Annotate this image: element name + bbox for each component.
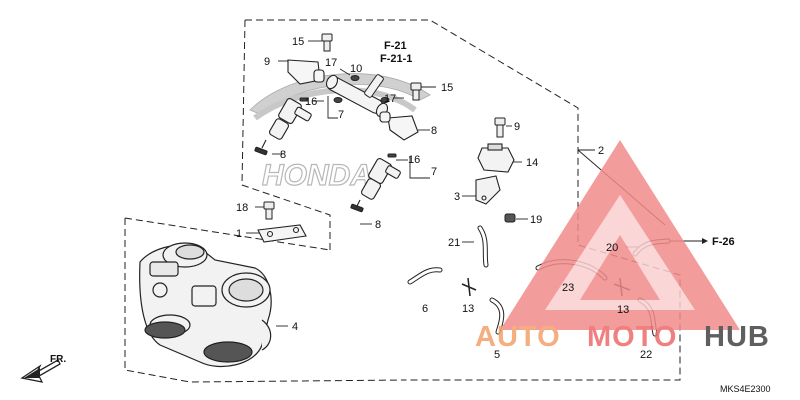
connector-11 xyxy=(287,59,325,85)
part-label-13: 13 xyxy=(462,303,474,315)
bolt-15-upper xyxy=(321,33,333,52)
part-label-4: 4 xyxy=(292,321,298,333)
part-label-5: 5 xyxy=(494,349,500,361)
watermark-moto: MOTO xyxy=(587,321,677,353)
part-label-11: 9 xyxy=(264,56,270,68)
part-label-14: 14 xyxy=(526,157,538,169)
part-label-2: 2 xyxy=(598,145,604,157)
diagram-code: MKS4E2300 xyxy=(720,384,771,394)
front-arrow: FR. xyxy=(20,354,66,383)
pipe-12 xyxy=(364,74,384,98)
part-label-1: 1 xyxy=(236,228,242,240)
part-label-19: 19 xyxy=(530,214,542,226)
oring-17 xyxy=(333,75,390,103)
part-label-15: 15 xyxy=(292,36,304,48)
bolt-18 xyxy=(263,201,275,220)
front-label: FR. xyxy=(50,354,66,365)
bolt-19 xyxy=(504,213,516,223)
part-labels: 15 9 17 10 16 7 8 17 15 8 16 7 8 9 14 3 … xyxy=(236,36,652,361)
part-label-23: 23 xyxy=(562,282,574,294)
watermark-auto: AUTO xyxy=(475,321,561,353)
bolt-9 xyxy=(494,117,506,138)
part-label-8b: 8 xyxy=(375,219,381,231)
part-label-17: 17 xyxy=(325,57,337,69)
part-label-21: 21 xyxy=(448,237,460,249)
throttle-body xyxy=(139,242,272,368)
clamp-13-left xyxy=(461,277,477,297)
injector-7-lower xyxy=(350,158,401,213)
part-label-3: 3 xyxy=(454,191,460,203)
part-label-10: 8 xyxy=(431,125,437,137)
throttle-body-outline xyxy=(124,217,406,383)
injector-7-upper xyxy=(254,98,312,156)
ref-f21: F-21 xyxy=(384,40,407,52)
honda-logo-text: HONDA xyxy=(262,159,372,192)
bolt-15-right xyxy=(410,82,422,101)
part-label-16: 16 xyxy=(305,96,317,108)
assembly-outline xyxy=(241,19,681,381)
part-label-7: 7 xyxy=(338,109,344,121)
part-label-6: 6 xyxy=(422,303,428,315)
part-label-7b: 7 xyxy=(431,166,437,178)
part-label-8: 8 xyxy=(280,149,286,161)
part-label-15b: 15 xyxy=(441,82,453,94)
part-label-16b: 16 xyxy=(408,154,420,166)
part-label-20: 20 xyxy=(606,242,618,254)
sensor-14 xyxy=(477,143,515,173)
ref-f26: F-26 xyxy=(712,236,735,248)
part-label-13b: 13 xyxy=(617,304,629,316)
bracket-1 xyxy=(257,224,307,243)
arrow-f26 xyxy=(702,238,708,244)
part-label-9: 9 xyxy=(514,121,520,133)
part-label-12: 10 xyxy=(350,63,362,75)
part-label-22: 22 xyxy=(640,349,652,361)
seal-16 xyxy=(299,97,397,158)
automotohub-logo: AUTO MOTO HUB xyxy=(475,140,770,353)
part-label-18: 18 xyxy=(236,202,248,214)
ref-f21-1: F-21-1 xyxy=(380,53,412,65)
watermark-hub: HUB xyxy=(704,321,770,353)
connector-10 xyxy=(379,111,419,141)
part-label-17b: 17 xyxy=(384,93,396,105)
bracket-3 xyxy=(475,175,501,205)
